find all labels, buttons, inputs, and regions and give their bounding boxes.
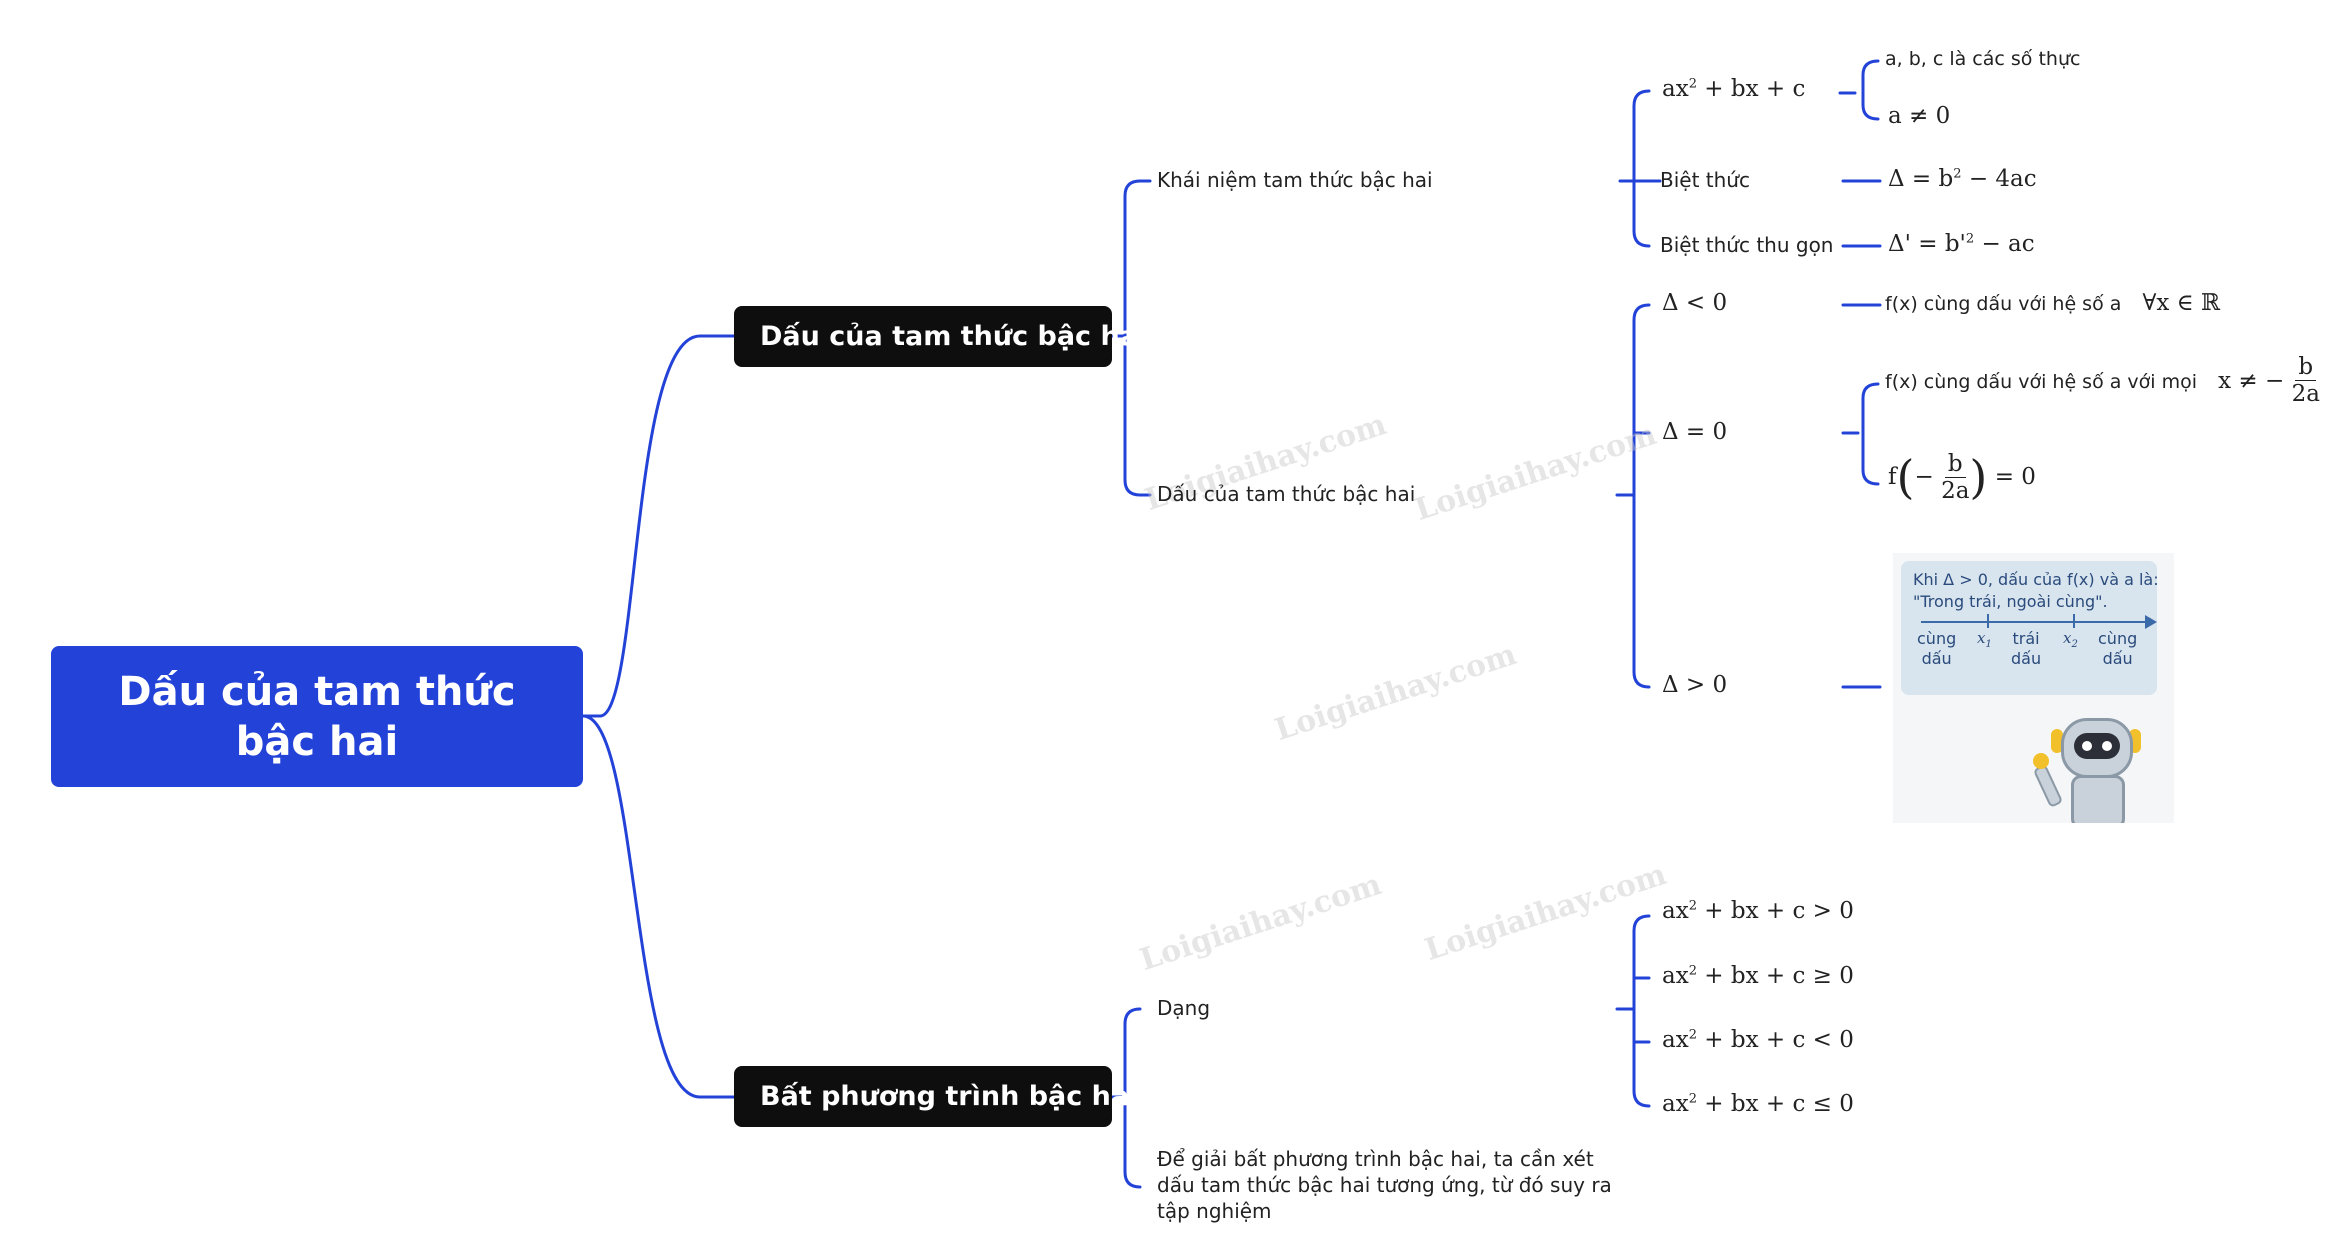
node-biet-thuc-thu-gon[interactable]: Biệt thức thu gọn [1660,233,1834,257]
edge-dang-bracket [1615,914,1651,1108]
node-a-not-zero[interactable]: a ≠ 0 [1888,103,1951,129]
root-node[interactable]: Dấu của tam thức bậc hai [51,646,583,787]
case-delta-lt-0[interactable]: Δ < 0 [1662,290,1728,316]
node-khai-niem[interactable]: Khái niệm tam thức bậc hai [1157,168,1433,192]
edge-bpt-bracket [1110,1007,1142,1189]
branch-dau-tam-thuc[interactable]: Dấu của tam thức bậc hai [734,306,1147,367]
edge-khai-bracket [1618,89,1651,248]
fraction-b-over-2a: b 2a [1941,450,1970,504]
inequality-ge[interactable]: ax2 + bx + c ≥ 0 [1662,963,1854,989]
speech-bubble: Khi Δ > 0, dấu của f(x) và a là: "Trong … [1901,561,2159,695]
node-biet-thuc[interactable]: Biệt thức [1660,168,1750,192]
node-abc-real[interactable]: a, b, c là các số thực [1885,48,2081,70]
left-paren: ( [1896,450,1915,504]
label-x1: x1 [1977,629,1992,650]
detail-eq-sign[interactable]: f(x) cùng dấu với hệ số a với mọi x ≠ − … [1885,354,2320,407]
robot-arm-icon [2032,764,2064,808]
formula-delta-prime[interactable]: Δ' = b'2 − ac [1888,231,2035,257]
inequality-le[interactable]: ax2 + bx + c ≤ 0 [1662,1091,1854,1117]
branch-bat-phuong-trinh[interactable]: Bất phương trình bậc hai [734,1066,1138,1127]
robot-ear-icon [2051,729,2063,753]
edge-root-bpt [581,714,736,1099]
fraction-b-over-2a: b 2a [2291,354,2320,407]
arrow-right-icon [2145,615,2157,629]
edge-expr-bracket [1838,59,1880,121]
robot-hand-icon [2033,753,2049,769]
sign-rule-illustration: Khi Δ > 0, dấu của f(x) và a là: "Trong … [1893,553,2174,823]
inequality-lt[interactable]: ax2 + bx + c < 0 [1662,1027,1854,1053]
detail-lt[interactable]: f(x) cùng dấu với hệ số a ∀x ∈ ℝ [1885,290,2221,316]
robot-head-icon [2061,718,2133,778]
formula-delta[interactable]: Δ = b2 − 4ac [1888,166,2037,192]
node-dang[interactable]: Dạng [1157,996,1211,1020]
inequality-gt[interactable]: ax2 + bx + c > 0 [1662,898,1854,924]
edge-root-dau [581,334,736,718]
edge-eq-bracket [1841,382,1880,486]
edge-dau-bracket [1110,179,1142,497]
node-cach-giai[interactable]: Để giải bất phương trình bậc hai, ta cần… [1157,1147,1612,1223]
branch-label: Dấu của tam thức bậc hai [760,321,1148,352]
number-line [1921,621,2149,623]
robot-body-icon [2071,775,2125,823]
label-x2: x2 [2063,629,2078,650]
tick-x1 [1987,614,1989,628]
node-dau-tam-thuc[interactable]: Dấu của tam thức bậc hai [1157,482,1416,506]
node-expression[interactable]: ax2 + bx + c [1662,76,1806,102]
edge-cases-bracket [1615,303,1651,689]
branch-label: Bất phương trình bậc hai [760,1081,1139,1112]
detail-eq-root[interactable]: f(− b 2a ) = 0 [1888,450,2036,504]
right-paren: ) [1969,450,1988,504]
case-delta-gt-0[interactable]: Δ > 0 [1662,672,1728,698]
case-delta-eq-0[interactable]: Δ = 0 [1662,419,1728,445]
tick-x2 [2073,614,2075,628]
